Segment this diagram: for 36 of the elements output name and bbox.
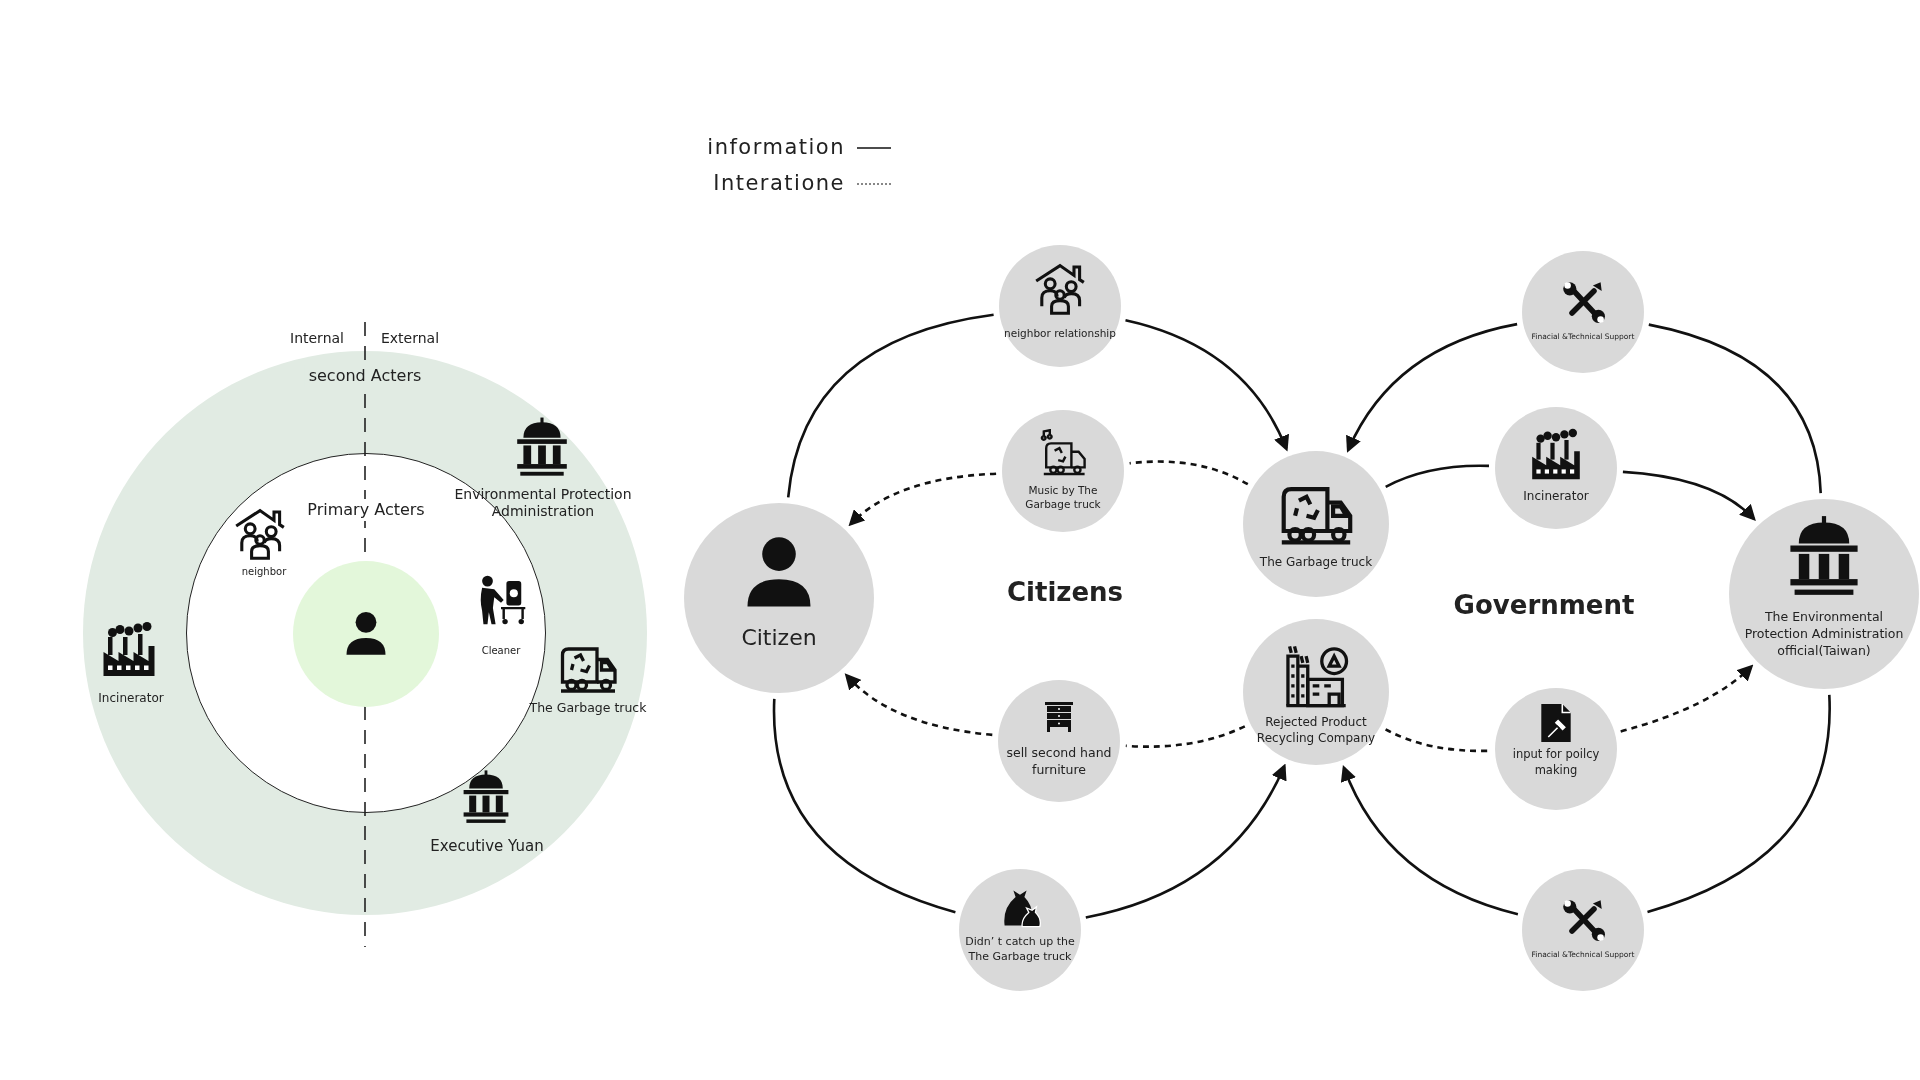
connector-line: [786, 313, 994, 498]
connector-arrow: [1346, 322, 1518, 453]
node-label: Music by The Garbage truck: [1024, 483, 1102, 512]
actor-label: Incinerator: [98, 690, 164, 706]
connector-arrow: [844, 673, 993, 737]
group-heading: Government: [1453, 590, 1635, 622]
node-label: neighbor relationship: [1003, 326, 1117, 341]
node-label: The Environmental Protection Administration official(Taiwan): [1744, 609, 1904, 660]
connector-arrow: [1620, 664, 1754, 733]
actor-label: Executive Yuan: [430, 837, 544, 855]
actor-label: External: [380, 329, 440, 347]
actor-label: Cleaner: [481, 645, 521, 657]
connector-arrow: [848, 472, 997, 527]
connector-line: [1385, 728, 1489, 753]
connector-arrow: [1341, 765, 1519, 916]
legend-label: information: [707, 135, 845, 159]
node-label: The Garbage truck: [1258, 554, 1374, 571]
actor-label: Internal: [290, 329, 344, 347]
node-label: Rejected Product Recycling Company: [1255, 714, 1377, 747]
node-label: Incinerator: [1522, 488, 1590, 505]
connector-line: [1385, 464, 1489, 488]
connector-line: [1647, 694, 1831, 914]
connector-line: [773, 698, 956, 914]
connector-arrow: [1125, 319, 1289, 452]
group-heading: Citizens: [1006, 577, 1124, 609]
connector-line: [1125, 725, 1246, 748]
connector-line: [1648, 323, 1822, 494]
actor-label: The Garbage truck: [529, 699, 647, 715]
legend-label: Interatione: [713, 171, 845, 195]
node-label: Citizen: [740, 624, 818, 652]
node-label: sell second hand furniture: [1005, 745, 1113, 779]
node-label: Didn’ t catch up the The Garbage truck: [964, 935, 1076, 965]
connector-arrow: [1085, 763, 1286, 919]
connector-line: [1129, 460, 1249, 486]
node-label: input for poilcy making: [1511, 747, 1601, 779]
connector-arrow: [1622, 470, 1756, 521]
